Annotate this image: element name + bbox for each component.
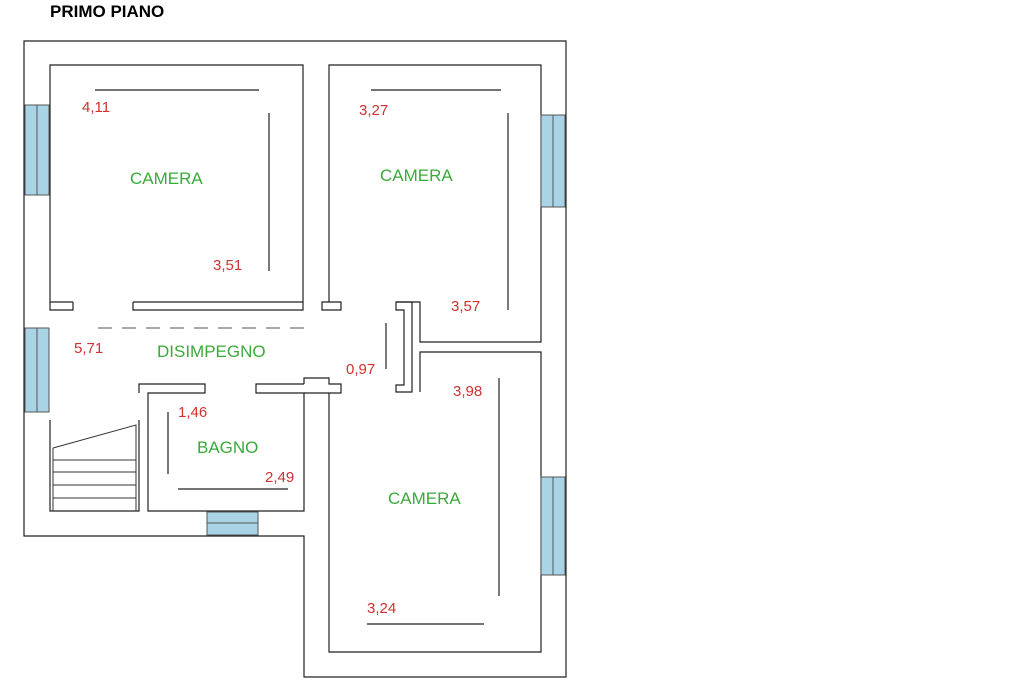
dim-camera-1-width: 4,11: [82, 99, 110, 116]
staircase-steps: [52, 424, 137, 511]
bagno-door-jamb: [303, 377, 342, 394]
outer-wall: [23, 40, 567, 678]
dim-camera-1-depth: 3,51: [213, 257, 242, 274]
floor-title: PRIMO PIANO: [50, 2, 164, 21]
dim-camera-3-depth: 3,98: [453, 383, 482, 400]
camera-2-walls: [328, 64, 542, 343]
dim-bagno-width: 1,46: [178, 404, 207, 421]
camera-2-door-jamb: [321, 301, 342, 311]
window-bottom-bagno: [206, 511, 259, 536]
dim-camera-2-depth: 3,57: [451, 298, 480, 315]
dim-disimpegno-length: 5,71: [74, 340, 103, 357]
staircase-outline: [49, 420, 140, 512]
room-label-camera-2: CAMERA: [380, 166, 453, 185]
dim-bagno-depth: 2,49: [265, 469, 294, 486]
dim-camera-3-width: 3,24: [367, 600, 396, 617]
room-label-camera-3: CAMERA: [388, 489, 461, 508]
window-right-top: [540, 114, 566, 208]
camera-1-wall-bottom-inner: [49, 302, 304, 311]
bagno-walls: [138, 383, 305, 512]
room-label-disimpegno: DISIMPEGNO: [157, 342, 266, 361]
window-left-middle: [24, 327, 50, 413]
disimpegno-right-wall: [395, 301, 413, 393]
room-label-camera-1: CAMERA: [130, 169, 203, 188]
dim-camera-2-width: 3,27: [359, 102, 388, 119]
dim-disimpegno-width: 0,97: [346, 361, 375, 378]
camera-1-walls: [49, 64, 304, 303]
window-left-top: [24, 104, 50, 196]
window-right-bottom: [540, 476, 566, 576]
room-label-bagno: BAGNO: [197, 438, 258, 457]
